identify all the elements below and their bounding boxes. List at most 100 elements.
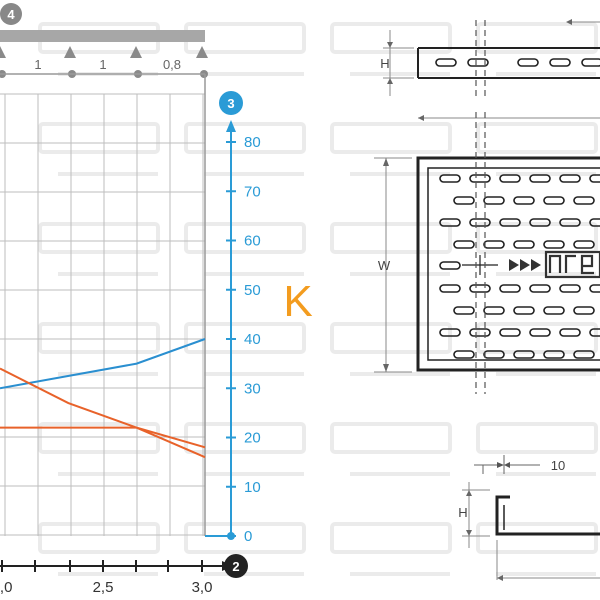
right-tick-label: 30 bbox=[244, 380, 261, 397]
section-h-label: H bbox=[458, 505, 467, 520]
slot bbox=[499, 174, 521, 183]
slot bbox=[543, 350, 565, 359]
ruler-label-3: 0,8 bbox=[163, 57, 181, 72]
watermark-block bbox=[330, 22, 452, 54]
front-view-w-label: W bbox=[378, 258, 391, 273]
watermark-block bbox=[476, 422, 598, 454]
watermark-block bbox=[330, 122, 452, 154]
top-ruler-marks bbox=[0, 46, 208, 78]
watermark-block bbox=[330, 522, 452, 554]
cable-tray-drawings: H W bbox=[374, 19, 600, 581]
slot bbox=[469, 174, 491, 183]
slot bbox=[453, 240, 475, 249]
series-line-1 bbox=[0, 338, 206, 390]
watermark-block bbox=[330, 222, 452, 254]
watermark-block bbox=[476, 522, 598, 554]
slot bbox=[483, 240, 505, 249]
slot bbox=[513, 306, 535, 315]
slot bbox=[549, 58, 571, 67]
bottom-tick-label: 2,0 bbox=[0, 579, 12, 596]
watermark-block bbox=[184, 522, 306, 554]
svg-text:4: 4 bbox=[7, 7, 15, 22]
watermark-block bbox=[38, 522, 160, 554]
watermark-block bbox=[184, 422, 306, 454]
slot bbox=[499, 328, 521, 337]
bottom-x-axis: 2,0 2,5 3,0 bbox=[0, 560, 233, 596]
slot bbox=[529, 328, 551, 337]
slot bbox=[499, 284, 521, 293]
slot bbox=[499, 218, 521, 227]
slot bbox=[439, 328, 461, 337]
slot bbox=[559, 218, 581, 227]
watermark-block bbox=[330, 422, 452, 454]
slot bbox=[589, 218, 600, 227]
right-tick-label: 60 bbox=[244, 233, 261, 250]
slot bbox=[559, 284, 581, 293]
slot bbox=[439, 174, 461, 183]
bottom-tick-label: 3,0 bbox=[192, 579, 213, 596]
right-tick-label: 40 bbox=[244, 331, 261, 348]
watermark-block bbox=[476, 322, 598, 354]
watermark-block bbox=[476, 22, 598, 54]
brand-logo bbox=[544, 250, 600, 279]
slot bbox=[589, 174, 600, 183]
slot bbox=[513, 196, 535, 205]
series-line-3 bbox=[0, 426, 206, 449]
slot bbox=[543, 196, 565, 205]
top-view: H bbox=[380, 19, 600, 100]
slot bbox=[543, 306, 565, 315]
slot bbox=[469, 328, 491, 337]
slot bbox=[529, 218, 551, 227]
front-view: W bbox=[374, 112, 600, 394]
ruler-triangle bbox=[130, 46, 142, 58]
badge-bottom-axis: 2 bbox=[224, 554, 248, 578]
slot bbox=[589, 284, 600, 293]
section-dim-label: 10 bbox=[551, 458, 565, 473]
right-tick-label: 0 bbox=[244, 528, 252, 545]
right-tick-label: 50 bbox=[244, 282, 261, 299]
slot bbox=[439, 218, 461, 227]
right-tick-label: 10 bbox=[244, 479, 261, 496]
watermark-block bbox=[38, 322, 160, 354]
slot bbox=[559, 328, 581, 337]
ruler-label-2: 1 bbox=[99, 57, 106, 72]
ruler-triangle bbox=[0, 46, 6, 58]
top-view-h-label: H bbox=[380, 56, 389, 71]
front-view-slots bbox=[439, 174, 600, 359]
section-view: 10 H bbox=[458, 455, 600, 581]
top-ruler-labels: 1 1 0,8 bbox=[34, 57, 181, 72]
ruler-triangle bbox=[64, 46, 76, 58]
right-tick-label: 80 bbox=[244, 134, 261, 151]
slot bbox=[453, 196, 475, 205]
watermark-block bbox=[476, 122, 598, 154]
slot bbox=[439, 261, 461, 270]
slot bbox=[483, 196, 505, 205]
direction-arrows bbox=[509, 259, 541, 271]
slot bbox=[517, 58, 539, 67]
slot bbox=[529, 284, 551, 293]
slot bbox=[513, 350, 535, 359]
bottom-tick-label: 2,5 bbox=[93, 579, 114, 596]
watermark-block bbox=[184, 122, 306, 154]
slot bbox=[573, 350, 595, 359]
top-view-slots bbox=[435, 58, 600, 67]
ruler-triangle bbox=[196, 46, 208, 58]
slot bbox=[453, 306, 475, 315]
watermark-pattern bbox=[38, 22, 598, 576]
svg-text:2: 2 bbox=[232, 559, 239, 574]
top-ruler-bar bbox=[0, 30, 205, 42]
series-line-2 bbox=[0, 367, 206, 459]
slot bbox=[513, 240, 535, 249]
chart-grid bbox=[0, 74, 206, 536]
slot bbox=[467, 58, 489, 67]
slot bbox=[573, 306, 595, 315]
slot bbox=[483, 350, 505, 359]
badge-top-left: 4 bbox=[0, 3, 22, 25]
slot bbox=[589, 328, 600, 337]
slot bbox=[543, 240, 565, 249]
model-letter: K bbox=[283, 277, 312, 326]
